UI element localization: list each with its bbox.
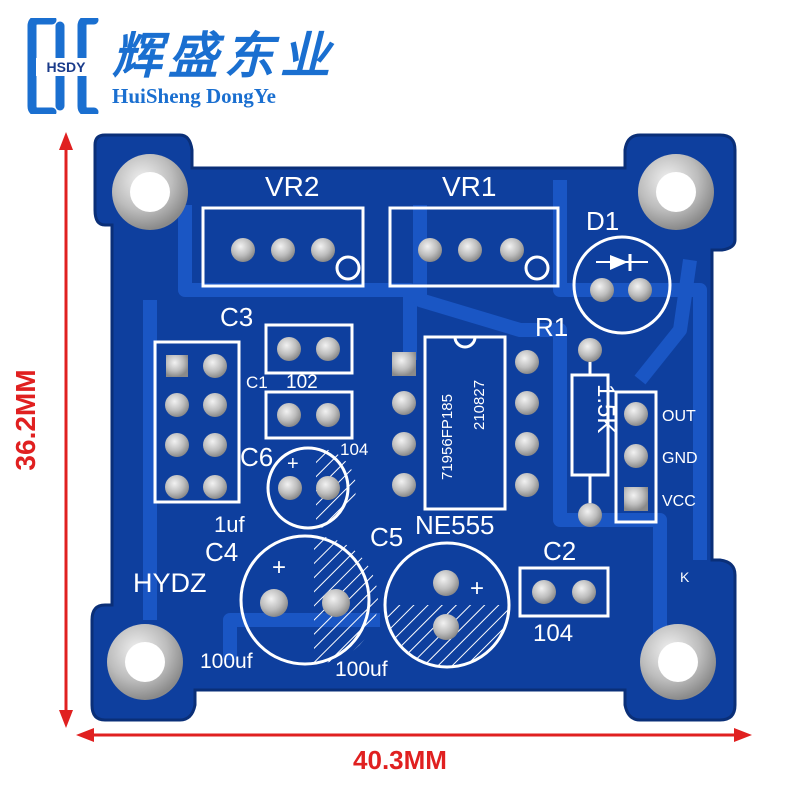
label-gnd: GND (662, 450, 698, 467)
mounting-hole (112, 154, 188, 230)
pad (418, 238, 442, 262)
label-k: K (680, 569, 690, 585)
pad (515, 391, 539, 415)
pad (515, 432, 539, 456)
pad (624, 402, 648, 426)
label-c5: C5 (370, 522, 403, 552)
vr1-outline (388, 206, 560, 288)
label-c5-value: 100uf (335, 658, 388, 681)
label-ne555: NE555 (415, 510, 495, 540)
width-dimension-line (76, 728, 752, 742)
pad (433, 570, 459, 596)
pad (231, 238, 255, 262)
label-c1: C1 (246, 373, 268, 392)
pad (316, 337, 340, 361)
vr2-outline (201, 206, 365, 288)
pad (260, 589, 288, 617)
label-c1-value: 102 (286, 372, 318, 393)
label-c4-value: 100uf (200, 650, 253, 673)
polarity-plus: + (470, 575, 484, 602)
label-d1: D1 (586, 206, 619, 236)
label-out: OUT (662, 408, 696, 425)
c2-outline (518, 566, 610, 618)
mounting-hole (640, 624, 716, 700)
label-hydz: HYDZ (133, 568, 207, 598)
pad (316, 403, 340, 427)
polarity-plus: + (272, 554, 286, 581)
pad (166, 355, 188, 377)
label-c2: C2 (543, 536, 576, 566)
height-dimension-label: 36.2MM (10, 369, 41, 471)
pad (203, 475, 227, 499)
label-vr1: VR1 (442, 171, 496, 202)
label-c3-value: 104 (340, 440, 368, 459)
pad (203, 393, 227, 417)
pad (277, 337, 301, 361)
ic-marking-1: 71956FP185 (439, 394, 456, 480)
height-dimension-line (59, 132, 73, 728)
pad (392, 352, 416, 376)
label-vr2: VR2 (265, 171, 319, 202)
label-c6-value: 1uf (214, 512, 245, 537)
ic-outline (423, 335, 507, 511)
pad (277, 403, 301, 427)
pad (311, 238, 335, 262)
logo-mark-icon: HSDY (27, 15, 99, 117)
pad (392, 391, 416, 415)
label-vcc: VCC (662, 493, 696, 510)
output-header-outline (614, 390, 658, 524)
label-c4: C4 (205, 537, 238, 567)
ic-marking-2: 210827 (471, 380, 488, 430)
polarity-plus: + (287, 453, 299, 475)
pad (515, 473, 539, 497)
pad (203, 433, 227, 457)
pad (392, 473, 416, 497)
pad (578, 503, 602, 527)
pad (458, 238, 482, 262)
pad (322, 589, 350, 617)
pad (165, 433, 189, 457)
pad (392, 432, 416, 456)
mounting-hole (107, 624, 183, 700)
pad (278, 476, 302, 500)
pad (532, 580, 556, 604)
pad (316, 476, 340, 500)
label-r1: R1 (535, 312, 568, 342)
pad (572, 580, 596, 604)
d1-outline (572, 235, 672, 335)
brand-logo: HSDY (22, 15, 102, 117)
pad (515, 350, 539, 374)
pad (624, 487, 648, 511)
pad (628, 278, 652, 302)
pad (578, 338, 602, 362)
pad (271, 238, 295, 262)
pad (500, 238, 524, 262)
label-c2-value: 104 (533, 620, 573, 647)
logo-text: HSDY (47, 59, 87, 75)
brand-name-cn: 辉盛东业 (112, 26, 336, 85)
pin-header-outline (153, 340, 241, 504)
pad (165, 393, 189, 417)
pad (165, 475, 189, 499)
pad (203, 354, 227, 378)
mounting-hole (638, 154, 714, 230)
pad (433, 614, 459, 640)
pad (624, 444, 648, 468)
label-c3: C3 (220, 302, 253, 332)
label-c6: C6 (240, 442, 273, 472)
pad (590, 278, 614, 302)
width-dimension-label: 40.3MM (353, 745, 447, 775)
brand-name-en: HuiSheng DongYe (112, 84, 276, 108)
